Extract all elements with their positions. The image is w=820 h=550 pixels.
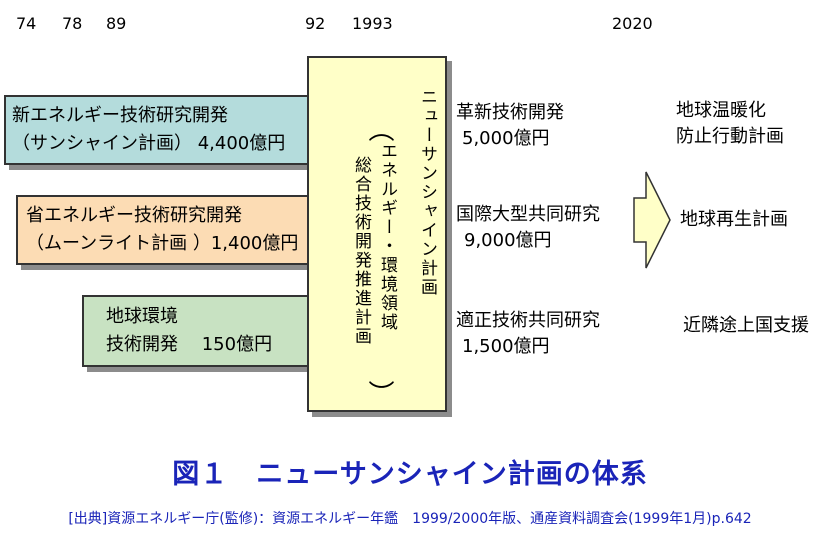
goal-support: 近隣途上国支援 [683, 315, 809, 336]
paren-close: ） [364, 380, 394, 408]
program-subtitle: エネルギー・環境領域 [377, 142, 397, 332]
goal-warming: 地球温暖化 防止行動計画 [676, 98, 784, 150]
project-innovative: 革新技術開発 5,000億円 [456, 100, 564, 152]
year-92: 92 [305, 14, 326, 33]
program-subtitle2: 総合技術開発推進計画 [351, 156, 371, 346]
new-sunshine-program-box: ニューサンシャイン計画 エネルギー・環境領域 総合技術開発推進計画 （ ） [307, 56, 447, 412]
goal-warming-line1: 地球温暖化 [676, 100, 766, 121]
project-appropriate-amount: 1,500億円 [462, 336, 550, 357]
moonlight-program-box: 省エネルギー技術研究開発 （ムーンライト計画 ）1,400億円 [16, 195, 326, 265]
goal-warming-line2: 防止行動計画 [676, 126, 784, 147]
project-international-amount: 9,000億円 [464, 230, 552, 251]
figure-title: 図１ ニューサンシャイン計画の体系 [172, 459, 648, 490]
project-appropriate-name: 適正技術共同研究 [456, 310, 600, 331]
goal-regen: 地球再生計画 [680, 209, 788, 230]
year-2020: 2020 [612, 14, 653, 33]
program-name: ニューサンシャイン計画 [417, 88, 437, 297]
year-1993: 1993 [352, 14, 393, 33]
sunshine-line2: （サンシャイン計画） 4,400億円 [12, 133, 286, 154]
global-environment-box: 地球環境 技術開発 150億円 [82, 295, 328, 367]
project-innovative-amount: 5,000億円 [462, 128, 550, 149]
sunshine-line1: 新エネルギー技術研究開発 [12, 105, 228, 126]
right-arrow-icon [633, 171, 671, 269]
global-env-line2: 技術開発 150億円 [106, 334, 273, 355]
global-env-line1: 地球環境 [106, 306, 178, 327]
sunshine-program-box: 新エネルギー技術研究開発 （サンシャイン計画） 4,400億円 [4, 95, 328, 165]
project-international-name: 国際大型共同研究 [456, 204, 600, 225]
project-international: 国際大型共同研究 9,000億円 [456, 202, 600, 254]
year-78: 78 [62, 14, 83, 33]
year-74: 74 [16, 14, 37, 33]
project-appropriate: 適正技術共同研究 1,500億円 [456, 308, 600, 360]
moonlight-line2: （ムーンライト計画 ）1,400億円 [26, 233, 299, 254]
year-89: 89 [106, 14, 127, 33]
moonlight-line1: 省エネルギー技術研究開発 [26, 205, 242, 226]
paren-open: （ [364, 116, 394, 144]
project-innovative-name: 革新技術開発 [456, 102, 564, 123]
figure-source: [出典]資源エネルギー庁(監修)：資源エネルギー年鑑 1999/2000年版、通… [68, 511, 752, 527]
